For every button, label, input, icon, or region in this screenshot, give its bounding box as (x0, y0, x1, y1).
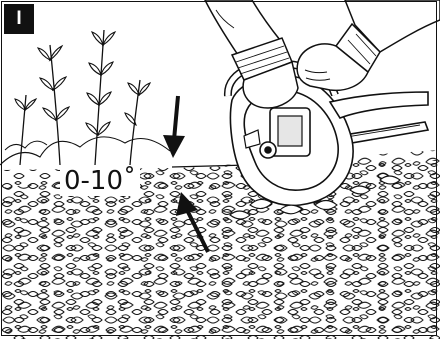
cut-plane-line (171, 164, 249, 168)
arrow-down-icon (163, 95, 185, 158)
step-badge: I (4, 4, 34, 34)
gloved-hands (204, 0, 440, 109)
uncut-branches (0, 29, 171, 166)
foreground-leaves (229, 175, 401, 220)
arrow-up-right-icon (176, 192, 210, 253)
angle-label: 0-10˚ (60, 166, 141, 196)
